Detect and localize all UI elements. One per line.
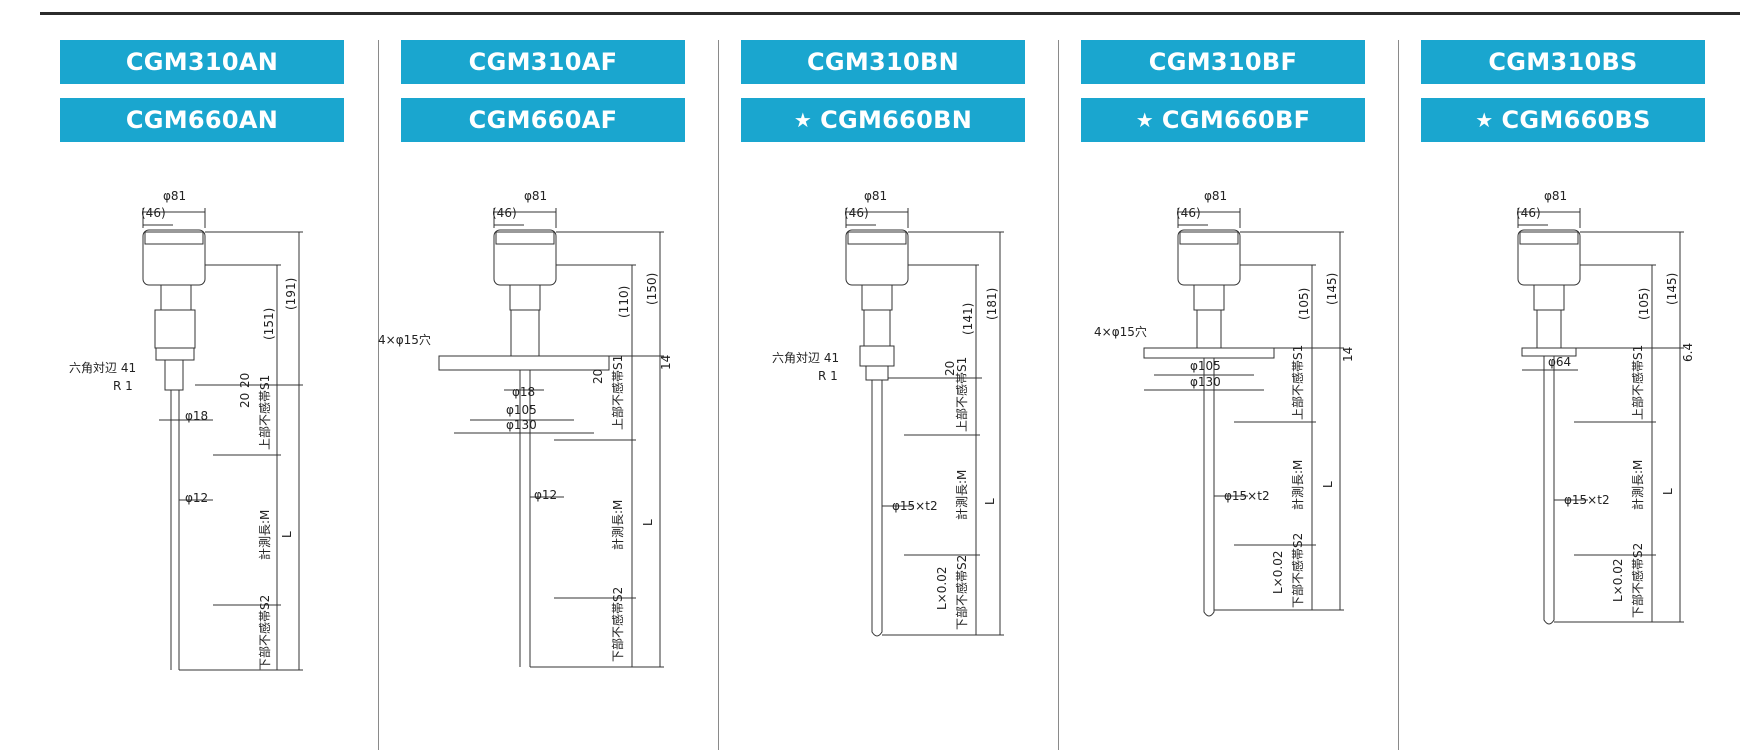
model-column-1: CGM310AN CGM660AN φ81 (46) (33, 30, 373, 756)
dim-20: 20 (943, 361, 957, 376)
dim-holes: 4×φ15穴 (1094, 324, 1147, 339)
dim-m: 計測長:M (610, 500, 625, 550)
dim-upper: (151) (262, 308, 276, 340)
dim-m: 計測長:M (1290, 460, 1305, 510)
dim-20b: 20 (238, 393, 252, 408)
dim-rod: φ12 (534, 488, 557, 502)
model-label-bottom: ★CGM660BF (1081, 98, 1365, 142)
dim-half: (46) (1516, 206, 1541, 220)
dim-neck: φ18 (185, 409, 208, 423)
column-divider (718, 40, 719, 750)
dim-half: (46) (1176, 206, 1201, 220)
dim-overall: (150) (645, 273, 659, 305)
column-divider (378, 40, 379, 750)
dim-ferrule: φ64 (1548, 355, 1571, 369)
model-column-2: CGM310AF CGM660AF φ81 ( (374, 30, 714, 756)
dim-overall: (145) (1665, 273, 1679, 305)
dim-holes: 4×φ15穴 (378, 332, 431, 347)
dim-dia: φ81 (1204, 189, 1227, 203)
dim-pcd: φ105 (1190, 359, 1221, 373)
dim-l: L (983, 498, 997, 505)
dim-half: (46) (141, 206, 166, 220)
dim-flange-t: 14 (659, 355, 673, 370)
dim-half: (46) (492, 206, 517, 220)
dim-ferrule-t: 6.4 (1681, 343, 1694, 362)
dimension-drawing: φ81 (46) (181) (141) 六角対辺 41 R 1 20 φ15×… (772, 189, 1004, 637)
dim-rod: φ15×t2 (1564, 493, 1610, 507)
model-label-top: CGM310BF (1081, 40, 1365, 84)
dim-overall: (145) (1325, 273, 1339, 305)
dim-upper: (110) (617, 286, 631, 318)
dim-fl: φ130 (1190, 375, 1221, 389)
dim-overall: (181) (985, 288, 999, 320)
dim-thread: R 1 (818, 369, 838, 383)
dim-s1: 上部不感帯S1 (610, 355, 625, 430)
dimension-drawing: φ81 (46) (150) (110) 4×φ15穴 14 20 φ18 φ1… (378, 189, 673, 668)
dim-s2: 下部不感帯S2 (1630, 543, 1645, 618)
dim-overall: (191) (284, 278, 298, 310)
column-divider (1398, 40, 1399, 750)
dim-upper: (105) (1637, 288, 1651, 320)
star-icon: ★ (1135, 108, 1154, 132)
dim-dia: φ81 (524, 189, 547, 203)
dim-hex: 六角対辺 41 (772, 351, 839, 365)
dim-half: (46) (844, 206, 869, 220)
dim-20a: 20 (238, 373, 252, 388)
model-label-bottom: ★CGM660BS (1421, 98, 1705, 142)
dim-dia: φ81 (163, 189, 186, 203)
dim-upper: (141) (961, 303, 975, 335)
dim-rod: φ12 (185, 491, 208, 505)
dim-s2: 下部不感帯S2 (610, 587, 625, 662)
model-label-top: CGM310BN (741, 40, 1025, 84)
dim-l: L (641, 519, 655, 526)
dim-coat: L×0.02 (1271, 551, 1285, 594)
dimension-drawing: φ81 (46) (191) (151) 六角対辺 41 R 1 20 20 φ… (69, 189, 303, 671)
dim-s2: 下部不感帯S2 (257, 595, 272, 670)
dim-thread: R 1 (113, 379, 133, 393)
model-label-top: CGM310AN (60, 40, 344, 84)
model-column-3: CGM310BN ★CGM660BN φ81 (46) (714, 30, 1054, 756)
dim-flange-t: 14 (1341, 347, 1354, 362)
dim-m: 計測長:M (954, 470, 969, 520)
dim-rod: φ15×t2 (1224, 489, 1270, 503)
star-icon: ★ (1475, 108, 1494, 132)
dim-20: 20 (591, 369, 605, 384)
dim-coat: L×0.02 (1611, 559, 1625, 602)
model-label-top: CGM310AF (401, 40, 685, 84)
dim-s1: 上部不感帯S1 (257, 375, 272, 450)
dim-rod: φ15×t2 (892, 499, 938, 513)
dim-pcd: φ105 (506, 403, 537, 417)
model-label-top: CGM310BS (1421, 40, 1705, 84)
dim-s1: 上部不感帯S1 (954, 357, 969, 432)
dim-hex: 六角対辺 41 (69, 361, 136, 375)
dim-m: 計測長:M (257, 510, 272, 560)
dim-s2: 下部不感帯S2 (1290, 533, 1305, 608)
dimension-drawing: φ81 (46) (145) (105) 6.4 φ64 φ15×t2 L×0.… (1516, 189, 1694, 625)
dim-l: L (1321, 481, 1335, 488)
dimension-drawing: φ81 (46) (145) (105) 4×φ15穴 14 φ105 φ130… (1094, 189, 1354, 617)
dim-s1: 上部不感帯S1 (1630, 345, 1645, 420)
dim-fl: φ130 (506, 418, 537, 432)
dim-m: 計測長:M (1630, 460, 1645, 510)
model-label-bottom: CGM660AF (401, 98, 685, 142)
dim-l: L (1661, 488, 1675, 495)
dim-s2: 下部不感帯S2 (954, 555, 969, 630)
star-icon: ★ (793, 108, 813, 132)
model-column-4: CGM310BF ★CGM660BF φ81 (1054, 30, 1394, 756)
dim-neck: φ18 (512, 385, 535, 399)
dim-dia: φ81 (864, 189, 887, 203)
top-rule (40, 12, 1740, 15)
dim-upper: (105) (1297, 288, 1311, 320)
dim-coat: L×0.02 (935, 567, 949, 610)
dim-l: L (280, 531, 294, 538)
model-column-5: CGM310BS ★CGM660BS φ81 (46) (1394, 30, 1734, 756)
model-label-bottom: CGM660AN (60, 98, 344, 142)
column-divider (1058, 40, 1059, 750)
dim-dia: φ81 (1544, 189, 1567, 203)
model-label-bottom: ★CGM660BN (741, 98, 1025, 142)
dim-s1: 上部不感帯S1 (1290, 345, 1305, 420)
